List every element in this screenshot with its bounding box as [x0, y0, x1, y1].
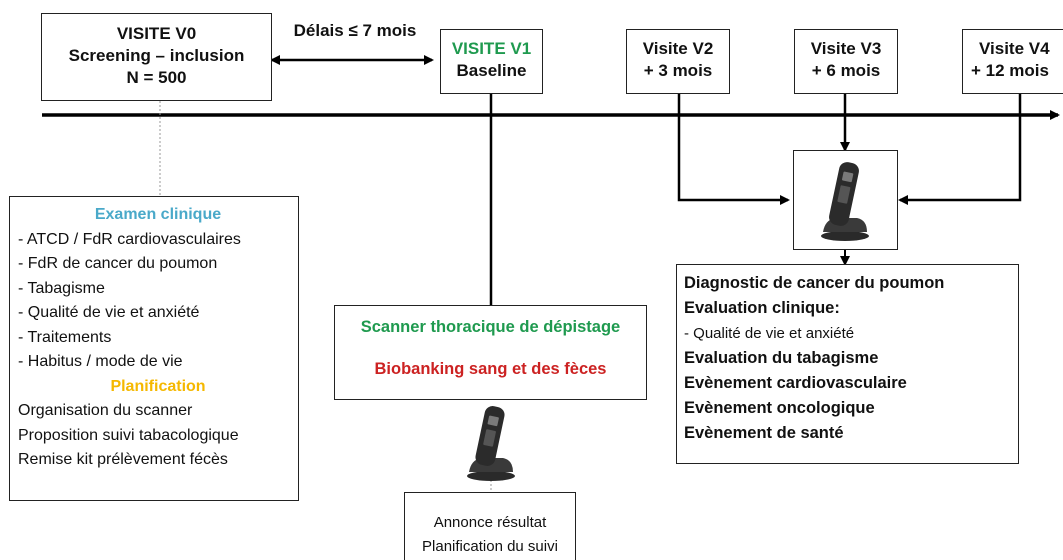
- visit-v1-subtitle: Baseline: [456, 61, 527, 80]
- visit-v3-box: Visite V3 + 6 mois: [794, 29, 898, 94]
- cordless-phone-icon: [467, 406, 515, 481]
- visit-v2-box: Visite V2 + 3 mois: [626, 29, 730, 94]
- planning-item: Proposition suivi tabacologique: [18, 426, 239, 444]
- v4-link: [898, 94, 1022, 205]
- scan-label: Scanner thoracique de dépistage: [360, 318, 621, 336]
- visit-v4-title: Visite V4: [979, 39, 1050, 58]
- cordless-phone-icon: [821, 162, 869, 241]
- visit-v2-offset: + 3 mois: [643, 61, 713, 80]
- visit-v3-title: Visite V3: [810, 39, 882, 58]
- result-box: Annonce résultat Planification du suivi: [404, 492, 576, 560]
- visit-v0-subtitle: Screening – inclusion: [68, 46, 245, 65]
- planning-heading: Planification: [110, 377, 206, 395]
- followup-item: Evènement oncologique: [684, 399, 875, 417]
- followup-box: Diagnostic de cancer du poumon Evaluatio…: [676, 264, 1019, 464]
- exam-item: - Traitements: [18, 328, 112, 346]
- followup-item: Evaluation clinique:: [684, 299, 840, 317]
- visit-v1-box: VISITE V1 Baseline: [440, 29, 543, 94]
- visit-v4-box: Visite V4 + 12 mois: [962, 29, 1063, 94]
- scan-box: Scanner thoracique de dépistage Biobanki…: [334, 305, 647, 400]
- exam-item: - FdR de cancer du poumon: [18, 255, 218, 272]
- planning-item: Remise kit prélèvement fécès: [18, 451, 228, 468]
- visit-v3-offset: + 6 mois: [811, 61, 881, 80]
- spacer: [335, 338, 646, 358]
- exam-item: - Habitus / mode de vie: [18, 353, 183, 370]
- visit-v0-title: VISITE V0: [116, 24, 197, 43]
- exam-heading: Examen clinique: [94, 206, 222, 223]
- visit-v0-box: VISITE V0 Screening – inclusion N = 500: [41, 13, 272, 101]
- followup-item: Diagnostic de cancer du poumon: [684, 274, 945, 292]
- exam-box: Examen clinique - ATCD / FdR cardiovascu…: [9, 196, 299, 501]
- visit-v0-count: N = 500: [126, 68, 187, 87]
- v2-link: [677, 94, 790, 205]
- planning-item: Organisation du scanner: [18, 402, 193, 419]
- visit-v1-title: VISITE V1: [451, 39, 532, 58]
- result-announcement: Annonce résultat: [433, 514, 547, 531]
- visit-v2-title: Visite V2: [642, 39, 714, 58]
- exam-item: - Tabagisme: [18, 279, 105, 297]
- visit-v4-offset: + 12 mois: [971, 61, 1049, 80]
- exam-item: - Qualité de vie et anxiété: [18, 304, 200, 321]
- followup-item: Evènement cardiovasculaire: [684, 374, 907, 392]
- followup-item: Evaluation du tabagisme: [684, 349, 879, 367]
- biobank-label: Biobanking sang et des fèces: [374, 360, 607, 378]
- delay-label: Délais ≤ 7 mois: [293, 21, 417, 40]
- followup-item: Evènement de santé: [684, 424, 844, 442]
- followup-planning: Planification du suivi: [422, 538, 558, 555]
- exam-item: - ATCD / FdR cardiovasculaires: [18, 230, 241, 248]
- followup-item: - Qualité de vie et anxiété: [684, 325, 855, 342]
